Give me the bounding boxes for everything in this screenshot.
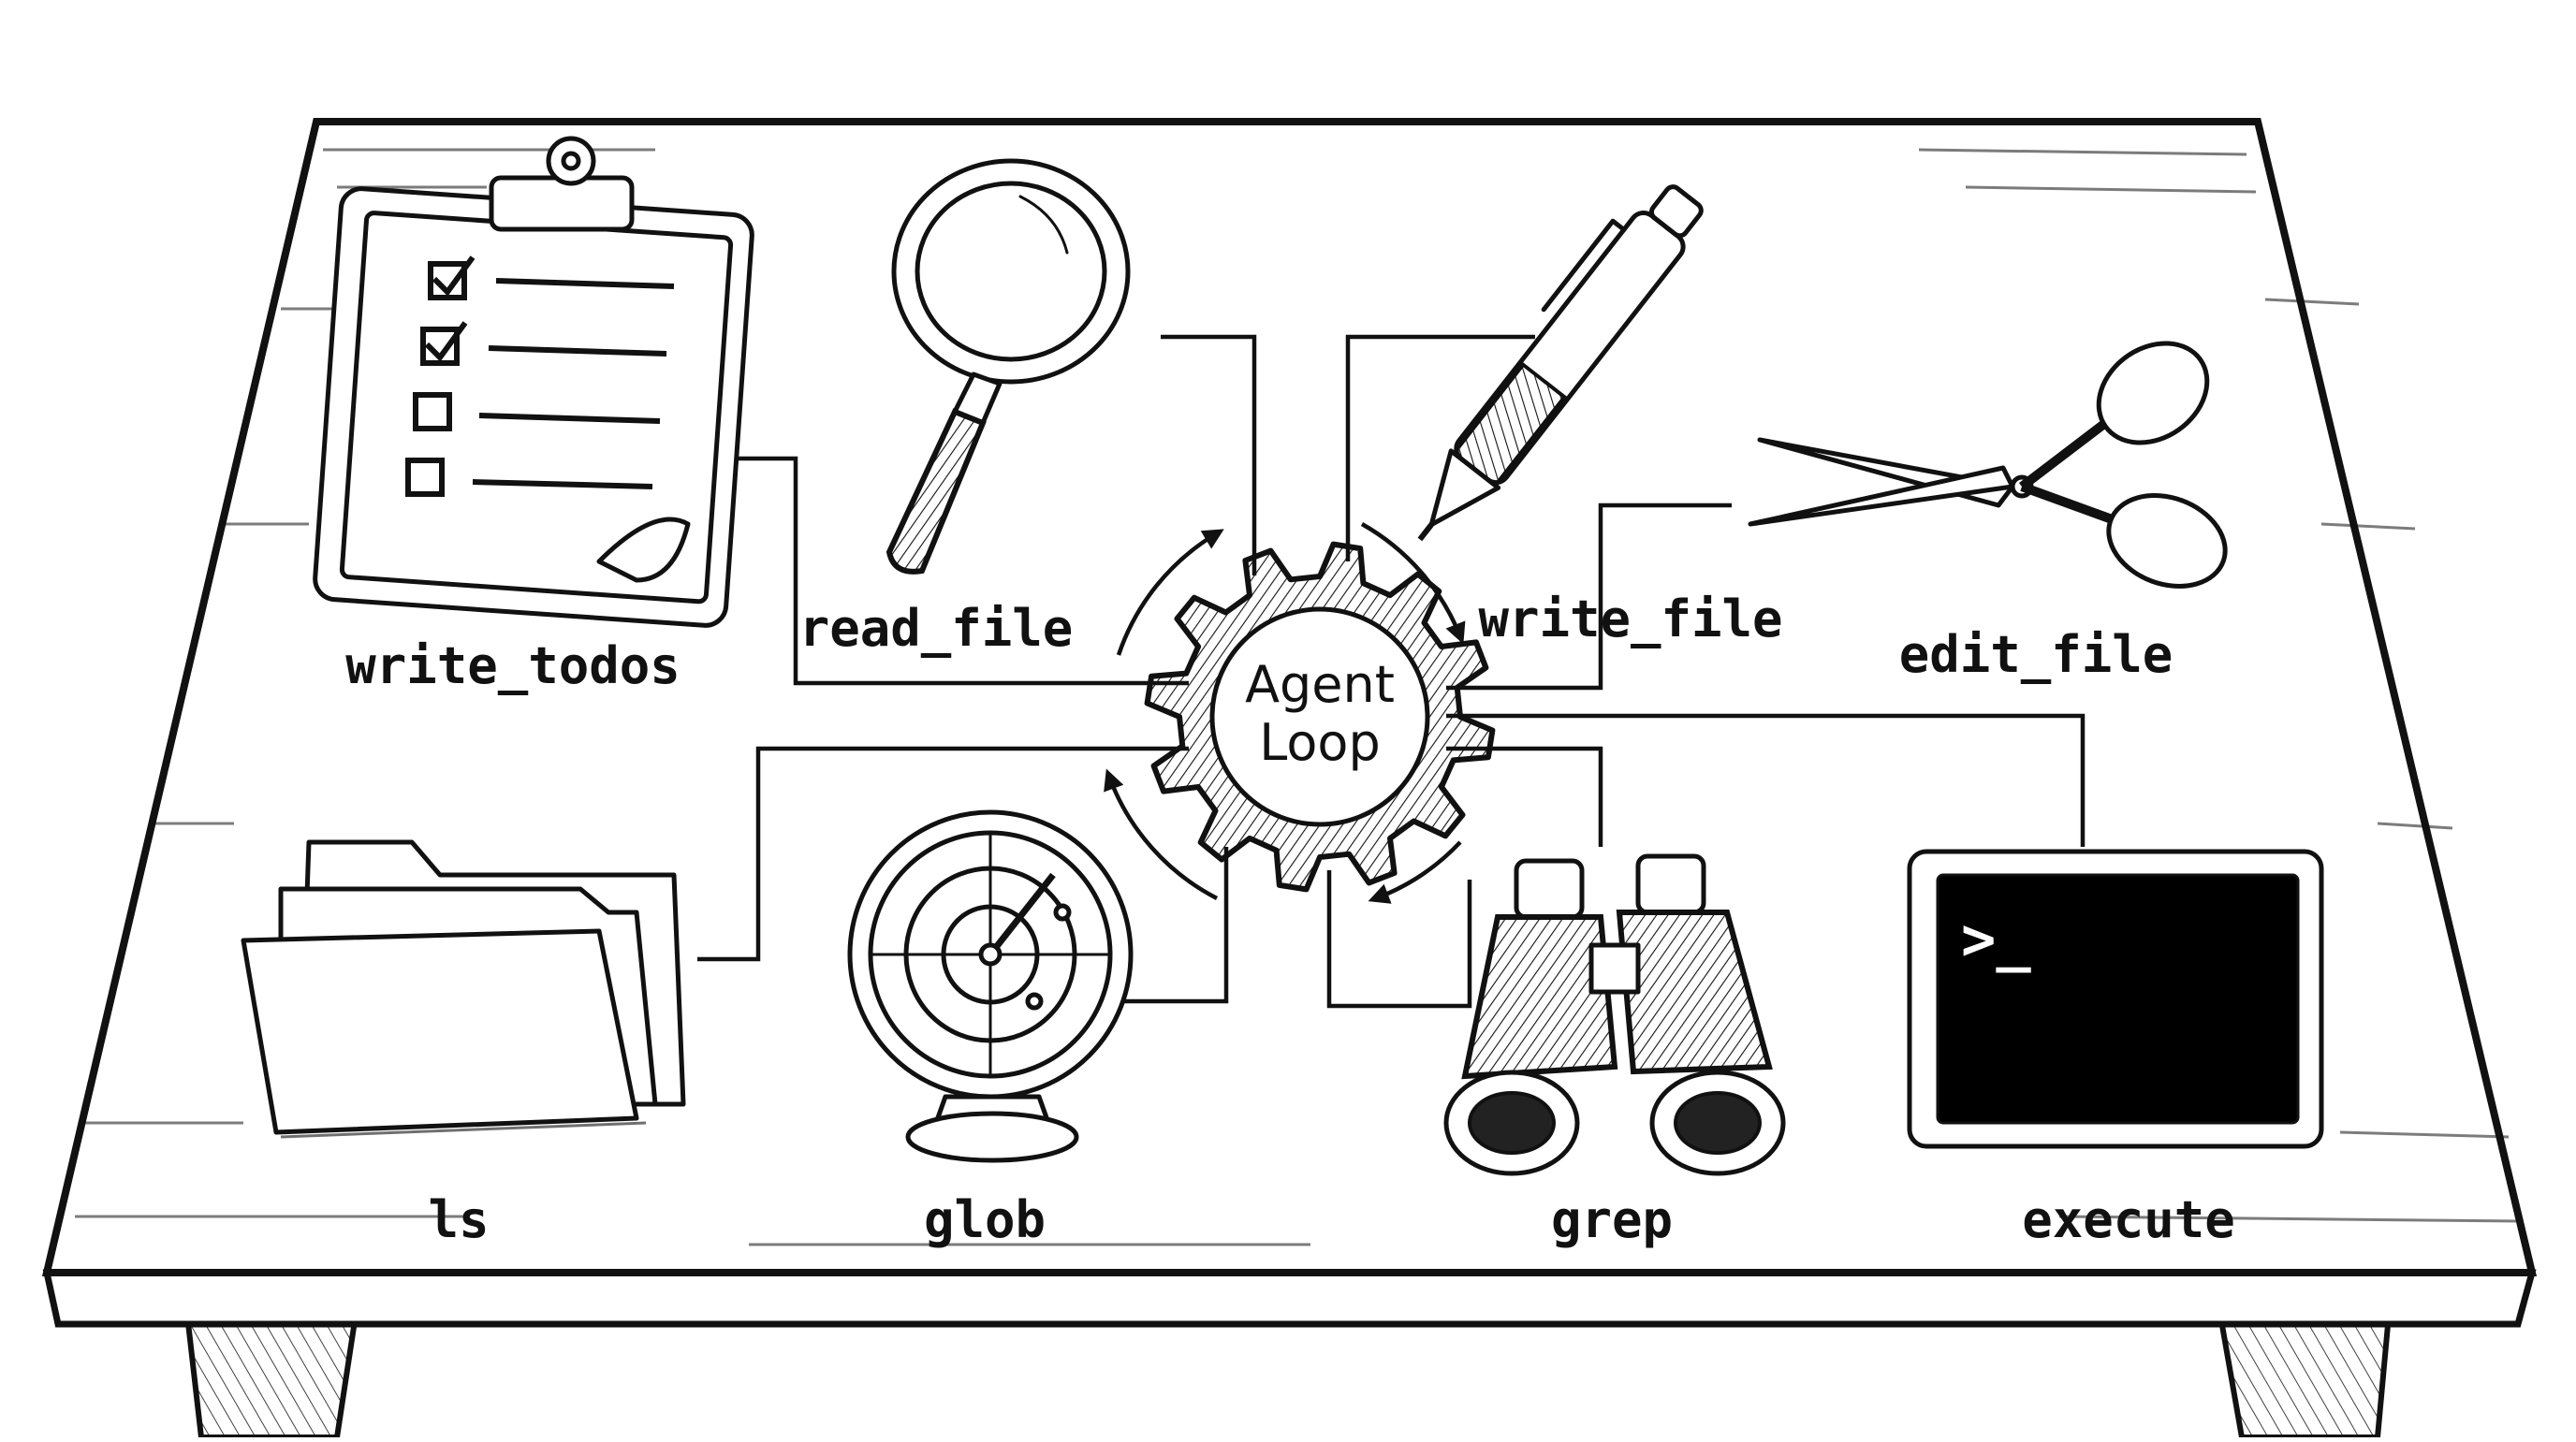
tool-ls: ls xyxy=(241,839,686,1249)
connector-grep xyxy=(1326,870,1472,1009)
tool-execute: >_ execute xyxy=(1907,849,2324,1249)
cycle-arrow-bottom-right xyxy=(1368,840,1462,904)
tool-write-todos: write_todos xyxy=(313,136,754,695)
terminal-screen xyxy=(1936,873,2300,1125)
label-read-file: read_file xyxy=(799,599,1074,658)
label-edit-file: edit_file xyxy=(1899,625,2174,684)
scissors-icon xyxy=(1748,341,2228,589)
connector-glob xyxy=(1123,847,1229,1004)
connectors xyxy=(697,334,2086,1009)
cycle-arrow-bottom-left xyxy=(1104,768,1219,900)
terminal-prompt: >_ xyxy=(1961,905,2031,973)
pen-icon xyxy=(1417,184,1704,542)
connector-read-file xyxy=(1161,334,1257,575)
connector-edit-file xyxy=(1446,503,1732,691)
wood-grain xyxy=(75,148,2519,1246)
table-leg-left xyxy=(183,1312,359,1440)
cycle-arrow-top-right xyxy=(1360,522,1466,645)
table-leg-right xyxy=(2217,1312,2393,1440)
connector-write-todos xyxy=(730,456,1189,686)
tool-write-file: write_file xyxy=(1417,184,1783,648)
connector-execute xyxy=(1446,713,2086,847)
tool-edit-file: edit_file xyxy=(1748,341,2228,684)
tool-read-file: read_file xyxy=(799,158,1131,658)
label-grep: grep xyxy=(1551,1190,1673,1249)
binoculars-icon xyxy=(1443,853,1786,1176)
label-write-file: write_file xyxy=(1478,590,1782,648)
table-edge xyxy=(42,1269,2537,1328)
terminal-icon: >_ xyxy=(1907,849,2324,1149)
label-write-todos: write_todos xyxy=(345,636,681,695)
tool-grep: grep xyxy=(1443,853,1786,1249)
magnifying-glass-icon xyxy=(886,158,1131,575)
agent-loop-node: Agent Loop xyxy=(1104,522,1496,904)
label-ls: ls xyxy=(428,1190,489,1249)
label-execute: execute xyxy=(2022,1190,2235,1249)
agent-loop-label-line2: Loop xyxy=(1259,713,1381,772)
connector-center-right xyxy=(1446,746,1603,847)
radar-icon xyxy=(847,809,1134,1163)
clipboard-checklist-icon xyxy=(313,136,754,628)
folder-icon xyxy=(241,839,686,1139)
agent-loop-label-line1: Agent xyxy=(1245,655,1395,714)
connector-ls xyxy=(697,746,1189,962)
cycle-arrow-top-left xyxy=(1116,529,1224,656)
tool-glob: glob xyxy=(847,809,1134,1249)
connector-write-file xyxy=(1345,334,1535,561)
label-glob: glob xyxy=(924,1190,1046,1249)
